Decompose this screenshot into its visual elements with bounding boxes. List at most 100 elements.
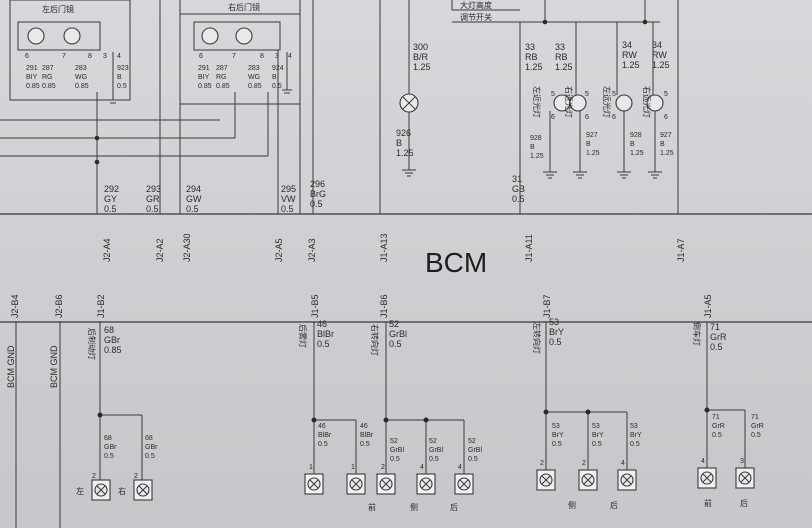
svg-text:BrY: BrY: [552, 432, 564, 439]
svg-text:292: 292: [104, 184, 119, 194]
svg-text:右: 右: [118, 486, 126, 496]
svg-text:VW: VW: [281, 194, 296, 204]
svg-text:BrY: BrY: [630, 432, 642, 439]
svg-text:RW: RW: [622, 50, 637, 60]
svg-text:52: 52: [429, 438, 437, 445]
svg-text:J2-A4: J2-A4: [102, 238, 112, 262]
svg-text:后雾灯: 后雾灯: [298, 324, 308, 348]
svg-text:0.5: 0.5: [630, 441, 640, 448]
svg-text:右转向灯: 右转向灯: [370, 324, 380, 356]
svg-text:0.5: 0.5: [751, 432, 761, 439]
svg-text:J1-B6: J1-B6: [379, 294, 389, 318]
svg-text:B: B: [272, 74, 277, 81]
svg-text:0.85: 0.85: [198, 83, 212, 90]
svg-text:B/R: B/R: [413, 52, 429, 62]
svg-text:8: 8: [260, 53, 264, 60]
svg-text:GW: GW: [186, 194, 202, 204]
svg-text:0.5: 0.5: [104, 453, 114, 460]
svg-text:0.5: 0.5: [104, 204, 117, 214]
svg-text:1: 1: [351, 464, 355, 471]
svg-text:300: 300: [413, 42, 428, 52]
top-wire-labels: 292 GY 0.5 293 GR 0.5 294 GW 0.5 295 VW …: [104, 174, 525, 214]
svg-text:5: 5: [551, 91, 555, 98]
lamp-icon: [697, 467, 717, 489]
svg-text:3: 3: [103, 53, 107, 60]
svg-text:53: 53: [592, 423, 600, 430]
svg-text:0.5: 0.5: [360, 441, 370, 448]
svg-text:53: 53: [630, 423, 638, 430]
svg-text:283: 283: [75, 65, 87, 72]
svg-text:923: 923: [117, 65, 129, 72]
headlamp-switch: 大灯高度 调节开关: [451, 0, 520, 23]
svg-text:6: 6: [664, 114, 668, 121]
svg-text:J2-A2: J2-A2: [155, 238, 165, 262]
svg-text:GrBl: GrBl: [429, 447, 443, 454]
svg-text:侧: 侧: [568, 500, 576, 510]
svg-text:左: 左: [76, 486, 84, 496]
svg-text:3: 3: [740, 458, 744, 465]
lamp-icon: [735, 467, 755, 489]
svg-text:BrG: BrG: [310, 189, 326, 199]
svg-text:0.5: 0.5: [549, 337, 562, 347]
lamp-icon: [617, 469, 637, 491]
svg-text:0.5: 0.5: [117, 83, 127, 90]
svg-text:4: 4: [701, 458, 705, 465]
svg-text:2: 2: [582, 460, 586, 467]
svg-text:BrY: BrY: [592, 432, 604, 439]
svg-text:2: 2: [381, 464, 385, 471]
mirror-harness: [0, 0, 314, 214]
svg-text:52: 52: [468, 438, 476, 445]
bottom-lamps: 2 2 1 1 2 4 4 2 2 4 4 3 左 右 前 侧 后 侧 后 前 …: [76, 458, 755, 512]
svg-text:调节开关: 调节开关: [460, 12, 492, 22]
svg-text:0.5: 0.5: [389, 339, 402, 349]
svg-text:287: 287: [42, 65, 54, 72]
svg-text:1.25: 1.25: [396, 148, 414, 158]
svg-text:0.5: 0.5: [712, 432, 722, 439]
svg-text:0.5: 0.5: [272, 83, 282, 90]
svg-text:WG: WG: [75, 74, 87, 81]
svg-text:大灯高度: 大灯高度: [460, 0, 492, 10]
svg-text:倒车灯: 倒车灯: [692, 322, 702, 346]
svg-text:后: 后: [740, 498, 748, 508]
svg-text:0.5: 0.5: [318, 441, 328, 448]
svg-text:后: 后: [610, 500, 618, 510]
svg-text:0.5: 0.5: [281, 204, 294, 214]
left-mirror: 左后门镜 6 7 8 3 4 291 287 283 923 BIY RG WG…: [9, 0, 131, 104]
svg-text:46: 46: [360, 423, 368, 430]
lamp-icon: [346, 473, 366, 495]
svg-text:0.5: 0.5: [512, 194, 525, 204]
svg-text:0.5: 0.5: [317, 339, 330, 349]
svg-text:0.5: 0.5: [710, 342, 723, 352]
svg-text:7: 7: [232, 53, 236, 60]
svg-text:GrBl: GrBl: [468, 447, 482, 454]
svg-text:0.5: 0.5: [390, 456, 400, 463]
svg-text:侧: 侧: [410, 502, 418, 512]
svg-text:0.5: 0.5: [186, 204, 199, 214]
svg-text:0.5: 0.5: [429, 456, 439, 463]
svg-text:J1-A13: J1-A13: [379, 233, 389, 262]
svg-text:前: 前: [704, 498, 712, 508]
svg-text:J1-A7: J1-A7: [676, 238, 686, 262]
svg-text:0.5: 0.5: [592, 441, 602, 448]
svg-text:GrBl: GrBl: [389, 329, 407, 339]
svg-text:BlBr: BlBr: [317, 329, 334, 339]
svg-text:J1-B2: J1-B2: [96, 294, 106, 318]
bottom-pin-labels: J2-B4 J2-B6 J1-B2 J1-B5 J1-B6 J1-B7 J1-A…: [6, 294, 713, 388]
top-pin-labels: J2-A4 J2-A2 J2-A30 J2-A5 J2-A3 J1-A13 J1…: [102, 233, 686, 262]
svg-text:34: 34: [652, 40, 662, 50]
svg-text:0.85: 0.85: [42, 83, 56, 90]
svg-text:6: 6: [551, 114, 555, 121]
svg-text:53: 53: [552, 423, 560, 430]
svg-text:J2-A3: J2-A3: [307, 238, 317, 262]
svg-text:J1-A5: J1-A5: [703, 294, 713, 318]
svg-text:左近光灯: 左近光灯: [532, 86, 542, 118]
svg-text:68: 68: [104, 325, 114, 335]
svg-text:7: 7: [62, 53, 66, 60]
svg-text:B: B: [396, 138, 402, 148]
svg-text:53: 53: [549, 317, 559, 327]
svg-text:J1-B5: J1-B5: [310, 294, 320, 318]
svg-text:1: 1: [309, 464, 313, 471]
svg-text:B: B: [586, 141, 591, 148]
svg-text:GBr: GBr: [145, 444, 158, 451]
